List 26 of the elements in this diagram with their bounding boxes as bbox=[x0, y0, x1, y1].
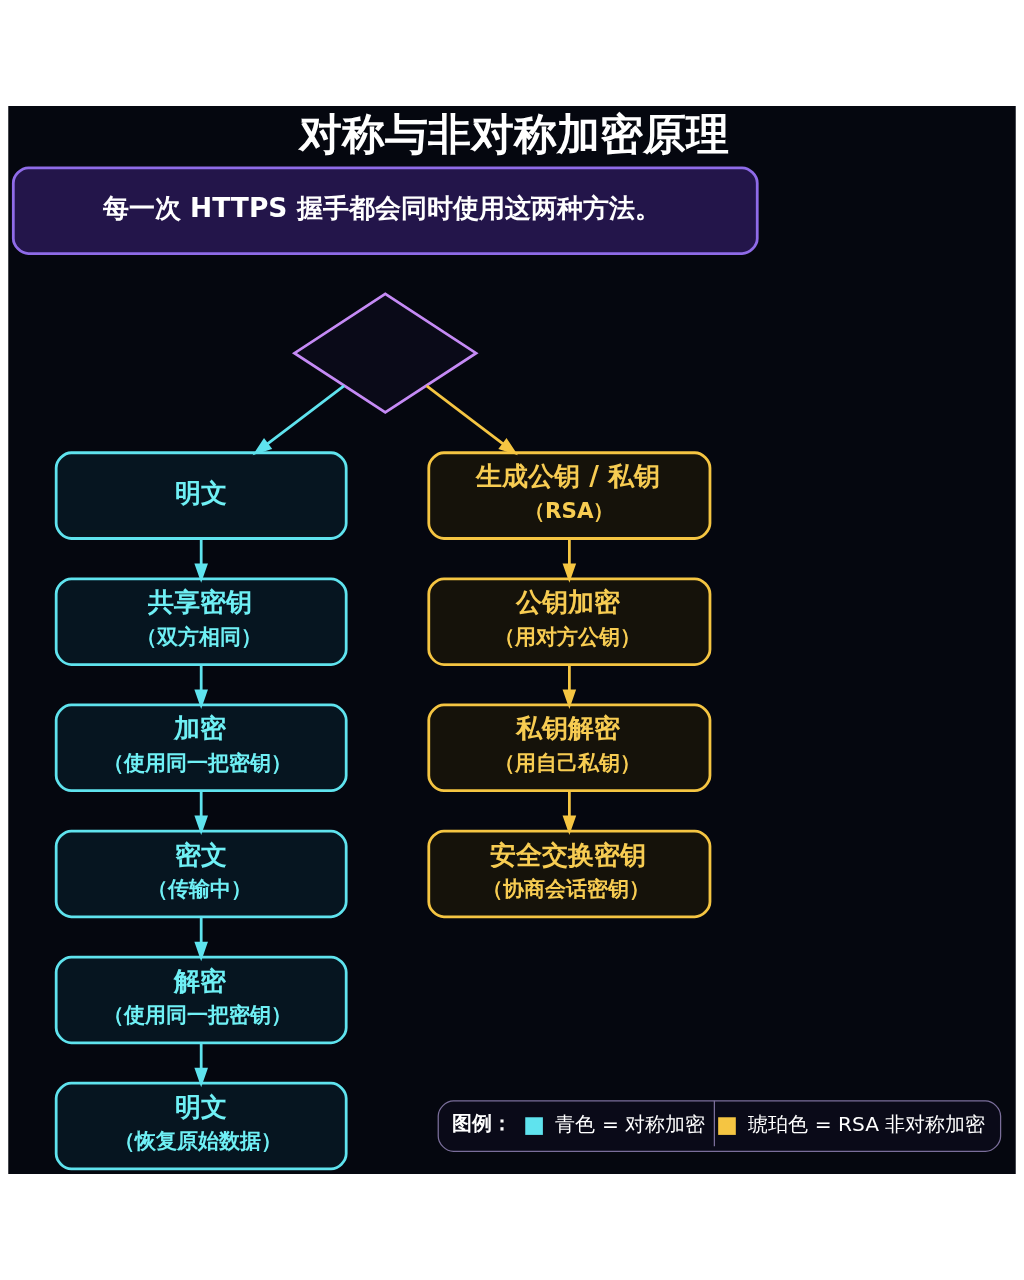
arrow bbox=[194, 538, 208, 583]
node-box: 明文 （恢复原始数据） bbox=[54, 1081, 348, 1171]
label: 图例： bbox=[452, 1110, 513, 1135]
arrow bbox=[194, 664, 208, 709]
node-box: 解密 （使用同一把密钥） bbox=[54, 955, 348, 1045]
arrow bbox=[562, 790, 577, 836]
node-box: 生成公钥 / 私钥 （RSA） bbox=[427, 451, 712, 540]
legend-label: 琥珀色 = RSA 非对称加密 bbox=[748, 1111, 986, 1136]
node-diamond bbox=[291, 292, 479, 415]
arrow bbox=[562, 664, 577, 709]
node-box: 每一次 HTTPS 握手都会同时使用这两种方法。 bbox=[11, 166, 759, 255]
arrow bbox=[194, 790, 208, 836]
node-box: 私钥解密 （用自己私钥） bbox=[427, 703, 712, 793]
arrow bbox=[194, 917, 208, 962]
node-box: 密文 （传输中） bbox=[54, 829, 348, 919]
diagram-title: 对称与非对称加密原理 bbox=[298, 109, 729, 160]
arrow bbox=[194, 1043, 208, 1088]
legend-label: 青色 = 对称加密 bbox=[555, 1111, 706, 1136]
node-box: 加密 （使用同一把密钥） bbox=[54, 703, 348, 793]
node-box: 共享密钥 （双方相同） bbox=[54, 577, 348, 666]
node-box: 公钥加密 （用对方公钥） bbox=[427, 577, 712, 666]
arrow bbox=[425, 384, 518, 456]
node-box: 安全交换密钥 （协商会话密钥） bbox=[427, 829, 712, 919]
node-box: 明文 bbox=[54, 451, 348, 540]
arrow bbox=[562, 538, 577, 583]
arrow bbox=[252, 384, 345, 456]
